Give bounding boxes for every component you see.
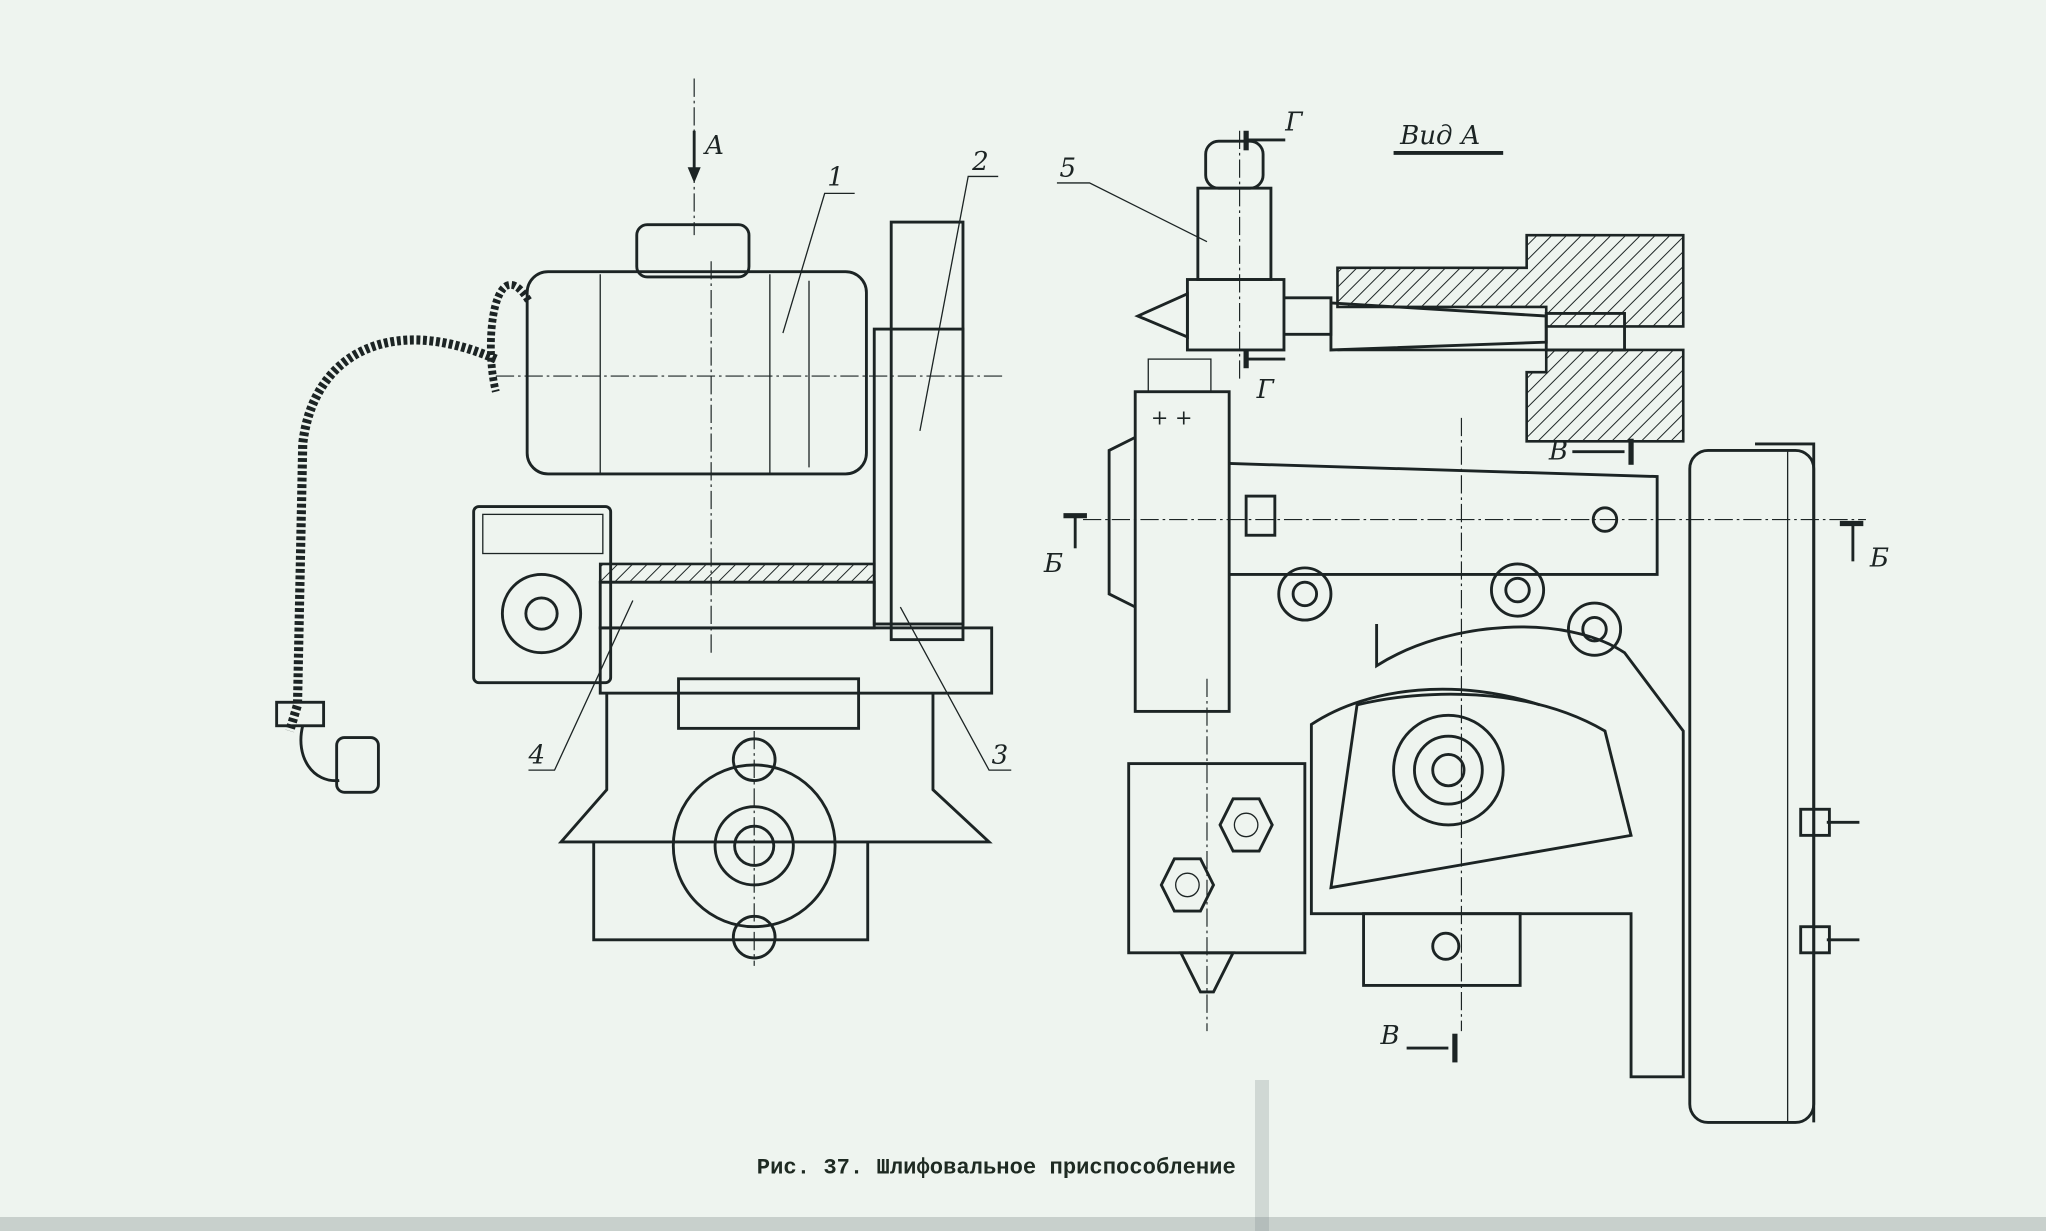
section-v-bottom-label: В [1380, 1021, 1400, 1051]
switch-box [472, 505, 613, 685]
section-b-left-label: Б [1043, 549, 1063, 579]
section-b-right-label: Б [1869, 544, 1889, 574]
svg-text:+ +: + + [1151, 405, 1193, 429]
motor [525, 270, 868, 476]
view-a-title: Вид А [1399, 121, 1481, 151]
view-a: Вид А Г 5 Г + + [1043, 108, 1889, 1124]
motor-cover [635, 223, 751, 279]
part-5-label: 5 [1060, 153, 1077, 183]
spindle [1196, 186, 1273, 281]
part-3-label: 3 [992, 741, 1009, 771]
grinding-wheel [889, 220, 965, 642]
section-g-mid-label: Г [1256, 375, 1276, 405]
part-2-label: 2 [971, 147, 989, 177]
section-v-top-label: В [1548, 437, 1568, 467]
scan-artifact [1255, 1080, 1269, 1231]
adjusting-block [1127, 762, 1307, 955]
spindle-holder [1133, 390, 1231, 713]
part-4-label: 4 [527, 741, 545, 771]
scan-edge [0, 1217, 2046, 1231]
section-g-top-label: Г [1284, 108, 1304, 138]
side-view: А 1 [275, 78, 1012, 966]
part-1-label: 1 [827, 163, 844, 193]
figure-caption: Рис. 37. Шлифовальное приспособление [757, 1155, 1236, 1180]
belt-guard [1688, 449, 1816, 1124]
view-arrow-label: А [703, 131, 725, 161]
